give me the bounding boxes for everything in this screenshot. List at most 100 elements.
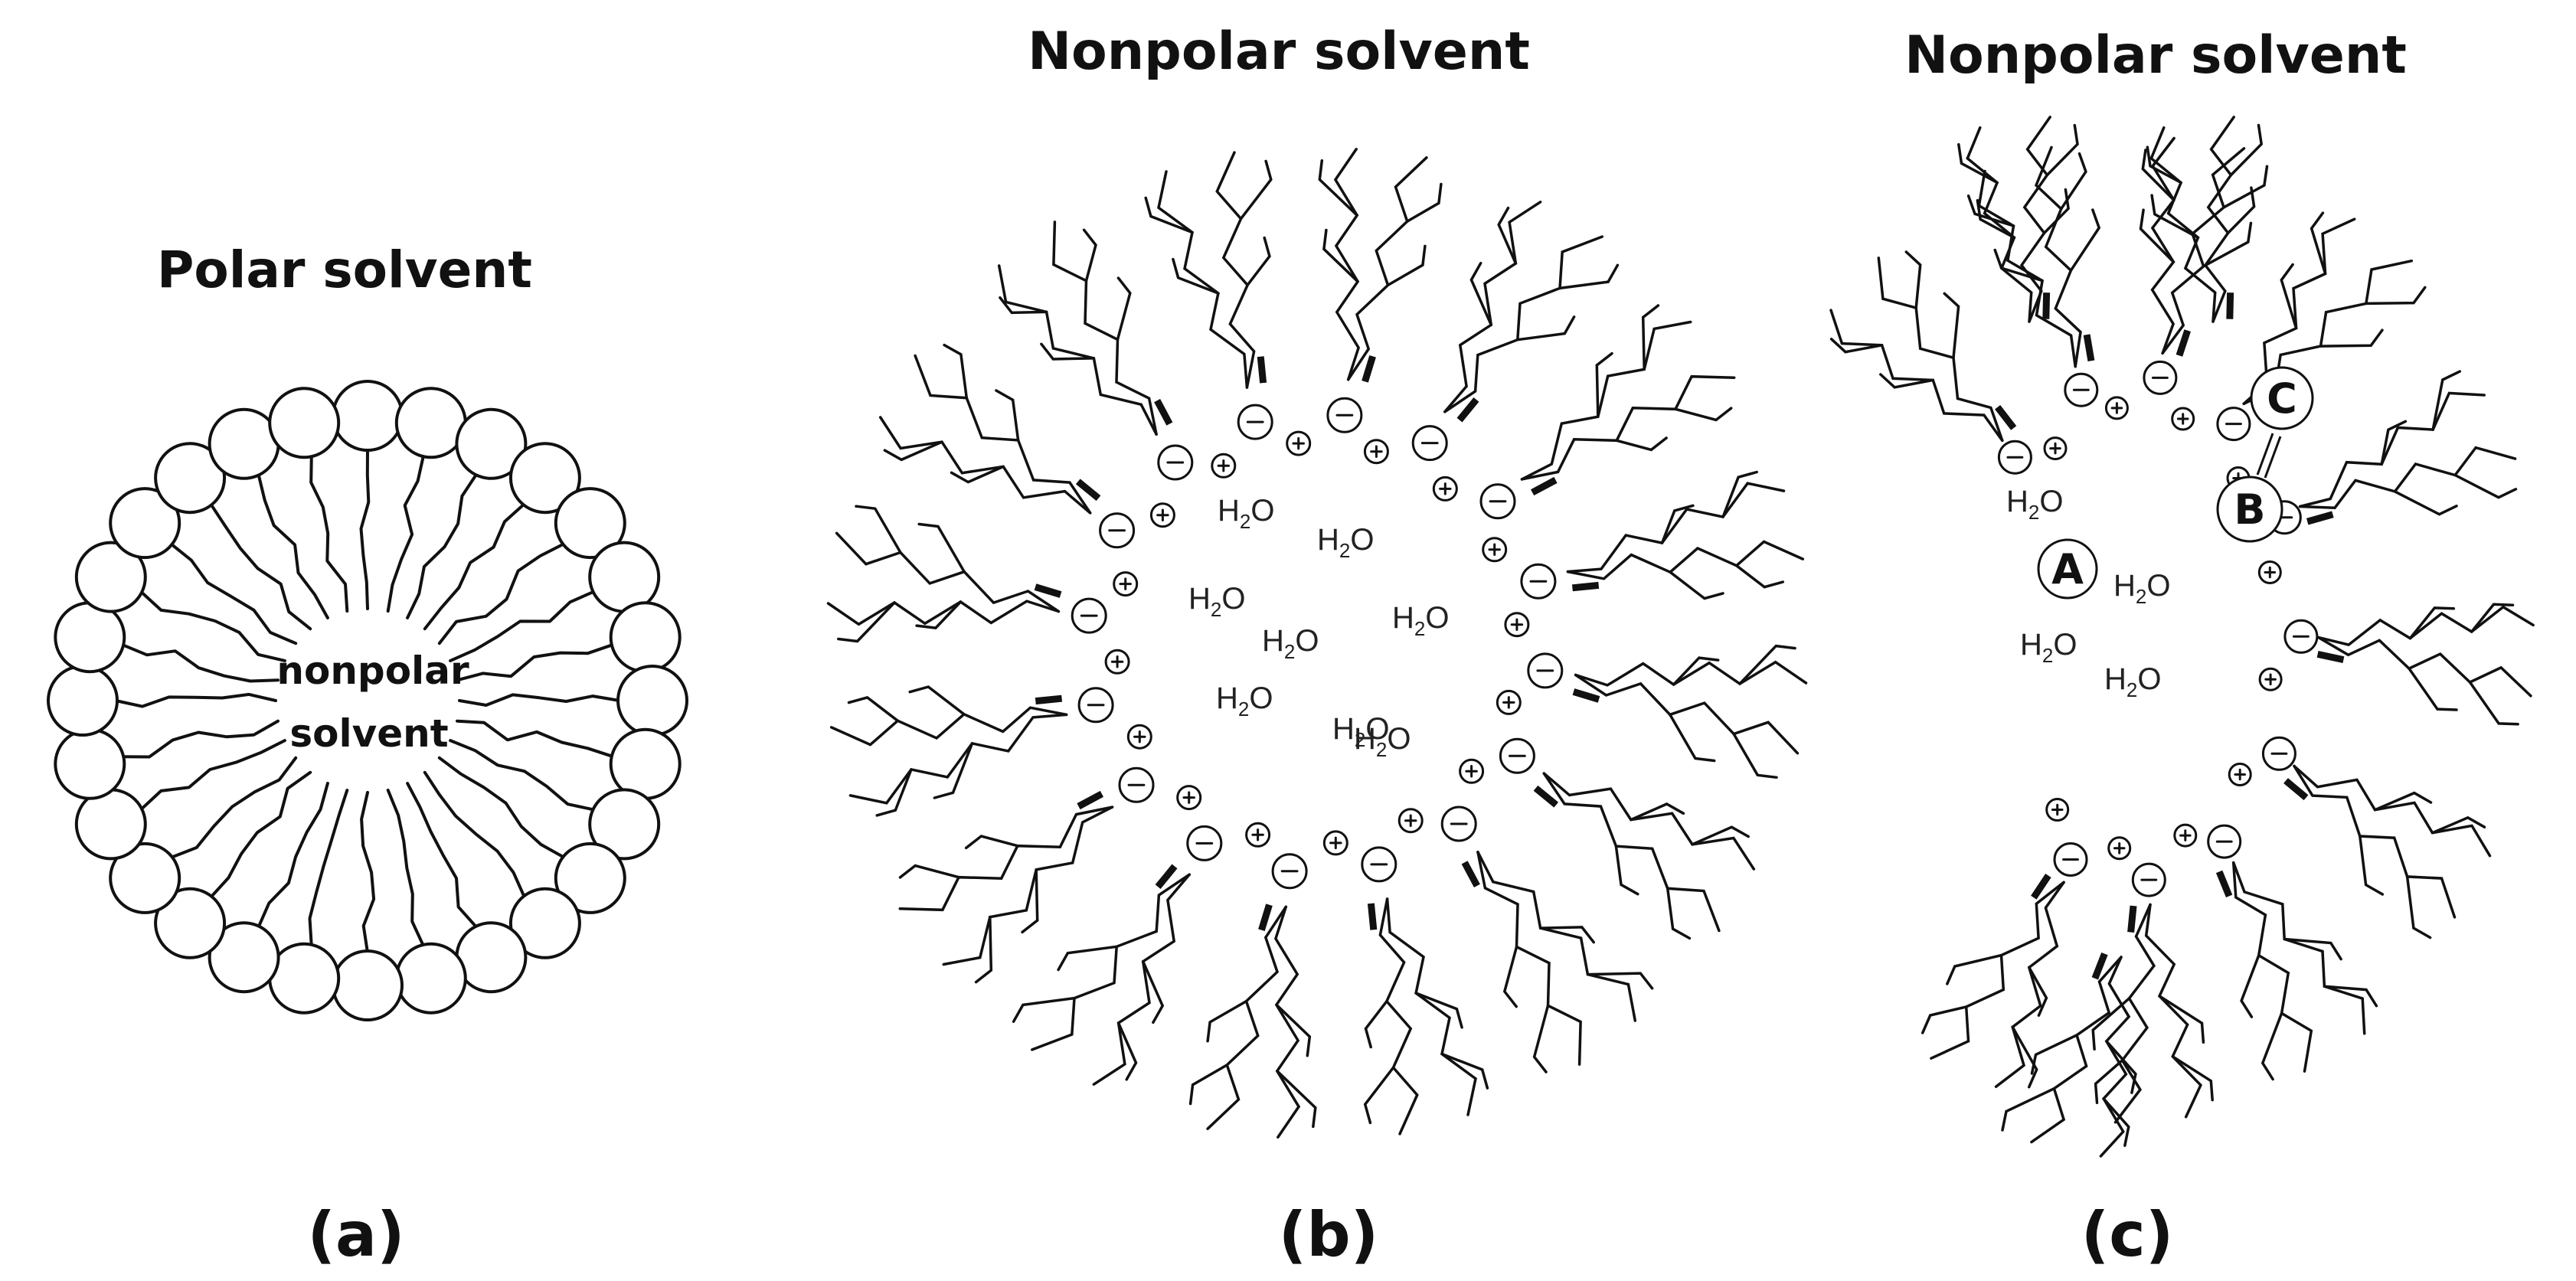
surfactant-tail <box>309 453 349 613</box>
alkyl-branch <box>995 389 1020 442</box>
polar-head <box>394 387 467 459</box>
alkyl-chain <box>2231 861 2313 1073</box>
panel-a-polar-heads <box>47 380 688 1021</box>
alkyl-chain <box>2293 764 2492 858</box>
alkyl-chain <box>1476 851 1637 1022</box>
alkyl-chain <box>1476 851 1582 1066</box>
alkyl-branch <box>2102 1097 2130 1147</box>
alkyl-chain <box>1206 905 1288 1130</box>
polar-head <box>268 942 341 1015</box>
alkyl-branch <box>1386 244 1427 287</box>
alkyl-branch <box>1405 182 1443 223</box>
polar-head <box>208 921 280 994</box>
cation-icon <box>1286 430 1312 456</box>
water-molecule-label: H2O <box>1332 712 1389 751</box>
alkyl-chain <box>1031 873 1191 1051</box>
cation-icon <box>1104 649 1130 675</box>
alkyl-chain <box>829 706 1068 747</box>
surfactant-molecule <box>1012 864 1191 1086</box>
polar-head <box>109 487 181 560</box>
alkyl-chain <box>1994 881 2065 1088</box>
surfactant-molecule <box>1318 148 1443 383</box>
alkyl-branch <box>2310 211 2327 276</box>
water-molecule-label: H2O <box>1216 681 1273 721</box>
cation-icon <box>2104 396 2129 420</box>
surfactant-molecule <box>1443 201 1620 423</box>
water-molecule-label: H2O <box>1354 722 1411 761</box>
cation-icon <box>2257 560 2282 584</box>
carbonyl-bond <box>1530 476 1558 496</box>
alkyl-chain <box>2298 446 2517 510</box>
polar-head <box>588 541 661 613</box>
polar-head <box>616 665 688 737</box>
carbonyl-bond <box>2091 952 2108 980</box>
alkyl-chain <box>1966 126 2033 323</box>
site-marker-a: A <box>2037 538 2098 600</box>
water-h: H <box>1216 681 1238 715</box>
cation-icon <box>1398 808 1424 834</box>
cation-icon <box>1504 612 1530 638</box>
panel-c-surfactant-chains <box>1829 116 2535 1158</box>
alkyl-branch <box>2380 420 2408 466</box>
panel-a-core-label-line2: solvent <box>289 711 448 756</box>
alkyl-branch <box>1188 1064 1229 1106</box>
alkyl-branch <box>1116 276 1132 341</box>
alkyl-branch <box>2408 606 2456 640</box>
alkyl-branch <box>2042 188 2070 235</box>
anion-icon <box>1499 737 1535 774</box>
polar-head <box>394 942 467 1015</box>
alkyl-branch <box>1532 1004 1550 1073</box>
alkyl-chain <box>2144 903 2202 1119</box>
alkyl-chain <box>1574 660 1808 687</box>
water-subscript: 2 <box>1284 640 1295 663</box>
surfactant-tail <box>458 693 621 707</box>
alkyl-branch <box>855 505 902 554</box>
alkyl-chain <box>826 600 1061 626</box>
polar-head <box>508 442 581 515</box>
surfactant-tail <box>257 472 329 619</box>
alkyl-branch <box>915 600 963 629</box>
surfactant-molecule <box>1966 145 2101 368</box>
water-o: O <box>1250 494 1274 528</box>
surfactant-molecule <box>2283 764 2492 940</box>
alkyl-chain <box>914 354 1092 515</box>
polar-head <box>268 387 341 459</box>
alkyl-branch <box>1469 261 1493 327</box>
alkyl-branch <box>2280 263 2298 330</box>
polar-head <box>455 407 528 480</box>
alkyl-chain <box>1542 772 1721 933</box>
alkyl-branch <box>1966 194 2015 227</box>
anion-icon <box>1326 397 1363 433</box>
surfactant-tail <box>114 692 277 708</box>
surfactant-tail <box>406 472 479 619</box>
alkyl-chain <box>942 806 1114 966</box>
surfactant-tail <box>437 756 567 860</box>
alkyl-chain <box>1443 235 1603 413</box>
water-subscript: 2 <box>1376 738 1387 761</box>
panel-a-surfactant-tails <box>114 447 621 954</box>
alkyl-chain <box>1829 309 2004 443</box>
surfactant-molecule <box>2298 370 2518 525</box>
water-h: H <box>2020 628 2042 662</box>
alkyl-branch <box>1921 1005 1968 1034</box>
water-o: O <box>1365 712 1389 746</box>
water-h: H <box>1354 722 1376 756</box>
surfactant-molecule <box>2139 136 2269 357</box>
water-o: O <box>1350 523 1374 557</box>
water-molecule-label: H2O <box>1262 624 1319 663</box>
polar-head <box>154 442 227 515</box>
anion-icon <box>1411 425 1448 462</box>
cation-icon <box>1322 830 1348 856</box>
cation-icon <box>1363 439 1389 465</box>
anion-icon <box>1071 597 1107 634</box>
water-molecule-label: H2O <box>2104 662 2161 701</box>
anion-icon <box>1520 563 1557 600</box>
water-o: O <box>1295 624 1319 658</box>
alkyl-branch <box>2453 473 2518 499</box>
alkyl-chain <box>1520 320 1692 481</box>
alkyl-branch <box>1116 1021 1138 1081</box>
alkyl-branch <box>950 465 1005 484</box>
surfactant-molecule <box>1461 851 1654 1073</box>
cation-icon <box>1459 758 1485 784</box>
